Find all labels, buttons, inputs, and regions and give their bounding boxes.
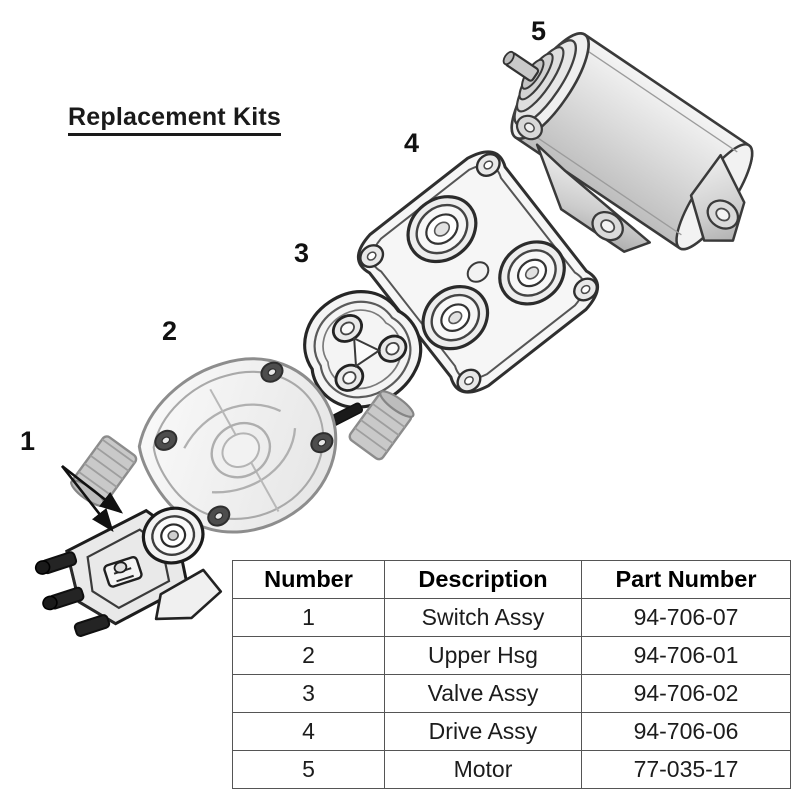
- cell-part-number: 77-035-17: [581, 750, 791, 789]
- callout-number-3: 3: [294, 238, 310, 268]
- page-title: Replacement Kits: [68, 103, 281, 136]
- table-row: 2 Upper Hsg 94-706-01: [232, 636, 791, 675]
- cell-part-number: 94-706-06: [581, 712, 791, 751]
- table-row: 1 Switch Assy 94-706-07: [232, 598, 791, 637]
- cell-description: Switch Assy: [384, 598, 582, 637]
- parts-table: Number Description Part Number 1 Switch …: [232, 560, 791, 789]
- motor-part: [502, 32, 754, 253]
- cell-number: 1: [232, 598, 385, 637]
- cell-part-number: 94-706-01: [581, 636, 791, 675]
- cell-number: 4: [232, 712, 385, 751]
- table-row: 5 Motor 77-035-17: [232, 750, 791, 789]
- switch-assembly-part: [34, 506, 223, 637]
- callout-number-4: 4: [404, 128, 420, 158]
- table-row: 3 Valve Assy 94-706-02: [232, 674, 791, 713]
- table-header-description: Description: [384, 560, 582, 599]
- table-header-number: Number: [232, 560, 385, 599]
- callout-number-2: 2: [162, 316, 178, 346]
- table-header-row: Number Description Part Number: [232, 560, 791, 599]
- cell-description: Upper Hsg: [384, 636, 582, 675]
- cell-description: Drive Assy: [384, 712, 582, 751]
- cell-description: Valve Assy: [384, 674, 582, 713]
- cell-description: Motor: [384, 750, 582, 789]
- cell-part-number: 94-706-07: [581, 598, 791, 637]
- callout-1-leader-lines: [60, 464, 124, 533]
- cell-number: 5: [232, 750, 385, 789]
- valve-assembly-part: [303, 290, 423, 409]
- cell-part-number: 94-706-02: [581, 674, 791, 713]
- cell-number: 2: [232, 636, 385, 675]
- cell-number: 3: [232, 674, 385, 713]
- table-row: 4 Drive Assy 94-706-06: [232, 712, 791, 751]
- callout-number-1: 1: [20, 426, 36, 456]
- callout-number-5: 5: [531, 16, 547, 46]
- table-header-part-number: Part Number: [581, 560, 791, 599]
